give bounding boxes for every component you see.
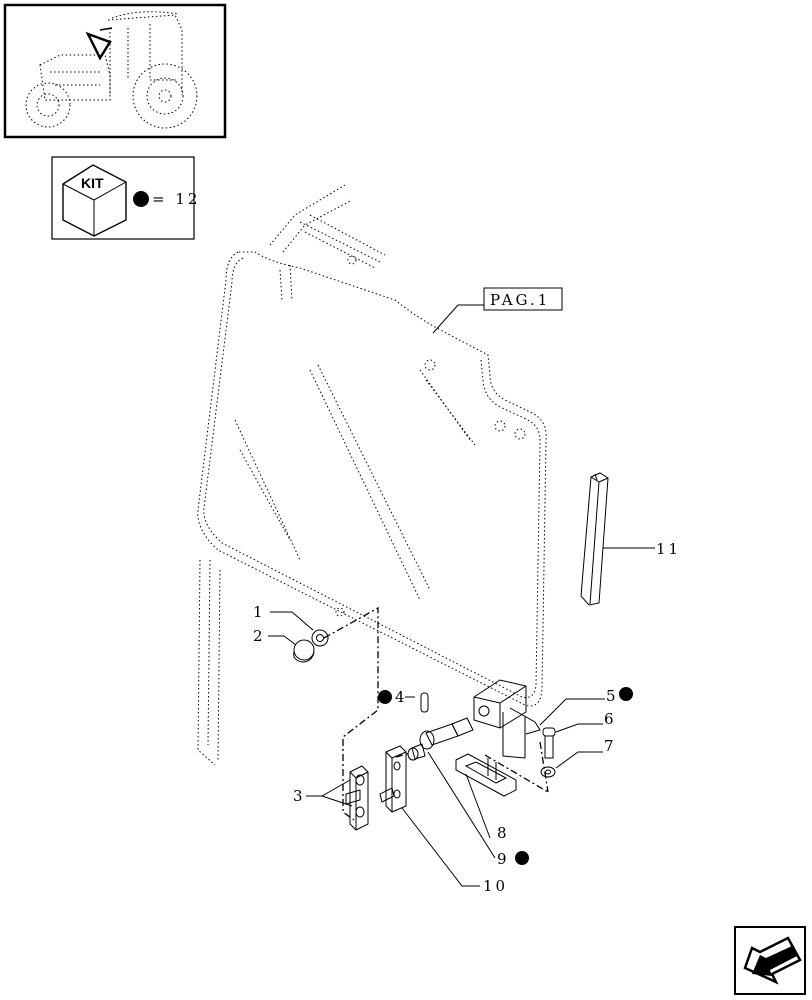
next-page-arrow-icon[interactable] xyxy=(734,926,806,995)
leader-3 xyxy=(306,779,353,807)
leader-10 xyxy=(401,807,480,887)
kit-legend-box: KIT = 12 xyxy=(51,156,200,240)
cab-frame xyxy=(197,184,386,766)
leader-9 xyxy=(427,751,496,859)
kit-badge-label: KIT xyxy=(81,175,104,191)
callout-5: 5 xyxy=(606,687,619,705)
callout-1: 1 xyxy=(253,603,266,621)
page-reference: PAG.1 xyxy=(432,287,563,334)
callout-2: 2 xyxy=(253,627,266,645)
page-ref-label: PAG.1 xyxy=(490,291,550,309)
guide-line-left xyxy=(323,606,379,821)
leader-7 xyxy=(555,751,603,769)
leader-8 xyxy=(465,773,491,839)
leader-2 xyxy=(268,635,297,646)
leader-5 xyxy=(539,698,605,726)
part-7-washer xyxy=(540,766,556,778)
door-glass-panel xyxy=(197,251,547,707)
callout-9: 9 xyxy=(497,850,510,868)
guide-line-right xyxy=(484,741,549,793)
callout-6: 6 xyxy=(604,710,617,728)
part-6-bolt xyxy=(542,727,556,759)
callout-11: 11 xyxy=(656,540,681,558)
kit-bullet-icon xyxy=(133,191,149,207)
part-9-kit-bullet-icon xyxy=(515,851,529,865)
part-5-hinge-block xyxy=(473,679,541,759)
part-1-washer xyxy=(311,629,329,647)
callout-4: 4 xyxy=(395,688,408,706)
part-4-pin: 4 xyxy=(378,688,429,713)
part-10-hinge-plate xyxy=(379,745,407,813)
callout-7: 7 xyxy=(604,737,617,755)
callout-8: 8 xyxy=(497,824,510,842)
part-5-kit-bullet-icon xyxy=(619,687,633,701)
leader-6 xyxy=(555,723,603,733)
part-4-kit-bullet-icon xyxy=(378,690,392,704)
part-8-bracket xyxy=(455,753,517,797)
tractor-thumbnail xyxy=(3,3,227,139)
kit-equals-label: = 12 xyxy=(152,190,200,208)
part-11-seal-strip: 11 xyxy=(580,472,681,606)
callout-3: 3 xyxy=(293,787,306,805)
part-3-hinge-leaves xyxy=(345,765,369,831)
callout-10: 10 xyxy=(483,877,508,895)
part-9-hinge-pin xyxy=(395,717,474,761)
part-2-cap xyxy=(293,639,315,663)
leader-1 xyxy=(270,611,314,631)
